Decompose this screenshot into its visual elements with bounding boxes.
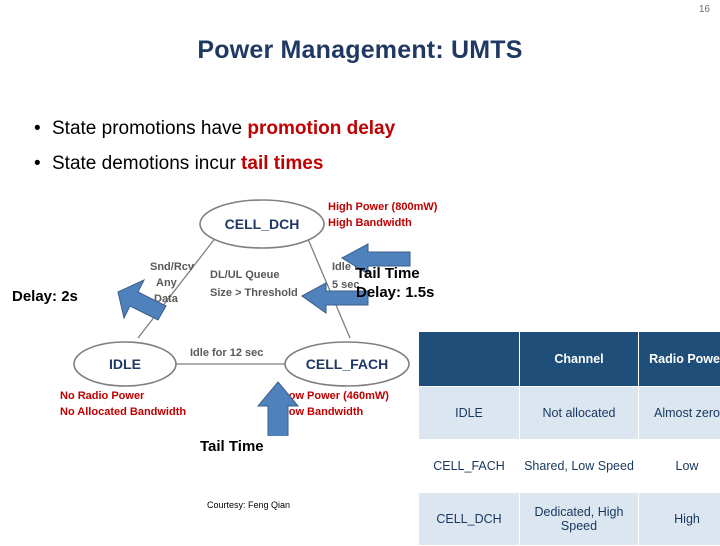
node-idle-label: IDLE: [109, 356, 141, 372]
bullet-text-highlight: promotion delay: [247, 118, 395, 139]
annotation-tail-right-line1: Tail Time: [356, 265, 434, 284]
page-number: 16: [699, 4, 710, 15]
table-cell-channel: Shared, Low Speed: [520, 440, 639, 493]
idle-prop-1: No Radio Power: [60, 390, 145, 402]
state-table: Channel Radio Power IDLE Not allocated A…: [418, 331, 720, 546]
list-item: • State demotions incur tail times: [34, 151, 674, 177]
cell-fach-prop-2: Low Bandwidth: [282, 406, 364, 418]
cell-dch-prop-1: High Power (800mW): [328, 201, 438, 213]
page-title: Power Management: UMTS: [0, 36, 720, 65]
bullet-text-highlight: tail times: [241, 153, 323, 174]
edge-fach-idle-label: Idle for 12 sec: [190, 347, 263, 359]
table-cell-state: CELL_DCH: [419, 493, 520, 546]
table-cell-power: High: [639, 493, 720, 546]
table-cell-channel: Dedicated, High Speed: [520, 493, 639, 546]
table-header-row: Channel Radio Power: [419, 332, 720, 387]
edge-fach-dch-line1: DL/UL Queue: [210, 269, 279, 281]
table-header-cell-state: [419, 332, 520, 387]
bullet-text-pre: State promotions have: [52, 118, 247, 139]
umts-state-diagram: CELL_DCH IDLE CELL_FACH High Power (800m…: [50, 186, 440, 426]
table-head: Channel Radio Power: [419, 332, 720, 387]
table-body: IDLE Not allocated Almost zero CELL_FACH…: [419, 387, 720, 546]
table-cell-state: IDLE: [419, 387, 520, 440]
cell-fach-prop-1: Low Power (460mW): [282, 390, 389, 402]
node-cell-dch-label: CELL_DCH: [225, 216, 300, 232]
table-header-cell-power: Radio Power: [639, 332, 720, 387]
table-cell-channel: Not allocated: [520, 387, 639, 440]
table-row: CELL_FACH Shared, Low Speed Low: [419, 440, 720, 493]
cell-dch-prop-2: High Bandwidth: [328, 217, 412, 229]
edge-fach-dch-line2: Size > Threshold: [210, 287, 298, 299]
table-row: CELL_DCH Dedicated, High Speed High: [419, 493, 720, 546]
annotation-tail-right-line2: Delay: 1.5s: [356, 284, 434, 303]
table-cell-state: CELL_FACH: [419, 440, 520, 493]
edge-idle-dch-line2: Any: [156, 277, 178, 289]
table-cell-power: Low: [639, 440, 720, 493]
bullet-marker: •: [34, 116, 41, 142]
state-table-wrapper: Channel Radio Power IDLE Not allocated A…: [418, 331, 708, 546]
annotation-delay-left-line1: Delay: 2s: [12, 288, 78, 307]
idle-prop-2: No Allocated Bandwidth: [60, 406, 186, 418]
node-cell-fach-label: CELL_FACH: [306, 356, 388, 372]
table-cell-power: Almost zero: [639, 387, 720, 440]
annotation-tail-right: Tail Time Delay: 1.5s: [356, 265, 434, 303]
table-header-cell-channel: Channel: [520, 332, 639, 387]
annotation-delay-left: Delay: 2s: [12, 288, 78, 307]
bullet-marker: •: [34, 151, 41, 177]
table-row: IDLE Not allocated Almost zero: [419, 387, 720, 440]
annotation-tail-bottom: Tail Time: [200, 438, 264, 457]
bullet-list: • State promotions have promotion delay …: [34, 116, 674, 185]
courtesy-credit: Courtesy: Feng Qian: [207, 500, 290, 510]
edge-idle-dch-line1: Snd/Rcv: [150, 261, 195, 273]
bullet-text-pre: State demotions incur: [52, 153, 241, 174]
list-item: • State promotions have promotion delay: [34, 116, 674, 142]
